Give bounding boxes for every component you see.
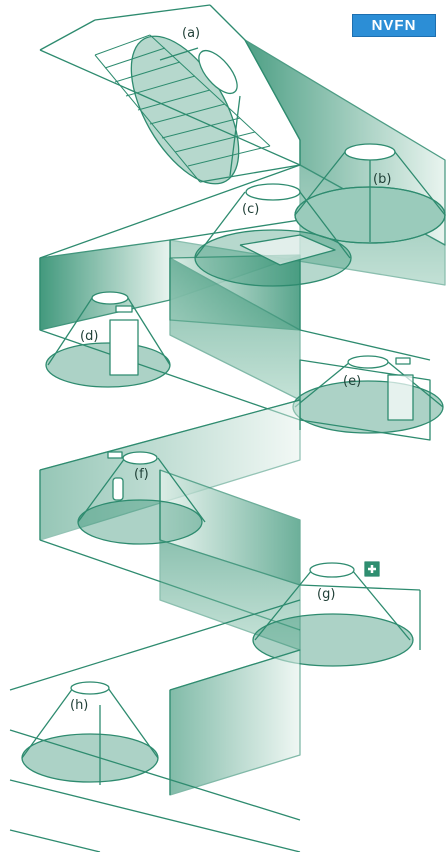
light-cone-h — [22, 682, 158, 785]
label-f: (f) — [134, 467, 149, 482]
label-e: (e) — [343, 374, 361, 389]
label-c: (c) — [242, 202, 259, 217]
light-cone-e — [293, 356, 443, 433]
label-g: (g) — [317, 587, 335, 602]
label-b: (b) — [373, 172, 391, 187]
label-h: (h) — [70, 698, 88, 713]
label-a: (a) — [182, 26, 200, 41]
label-d: (d) — [80, 329, 98, 344]
